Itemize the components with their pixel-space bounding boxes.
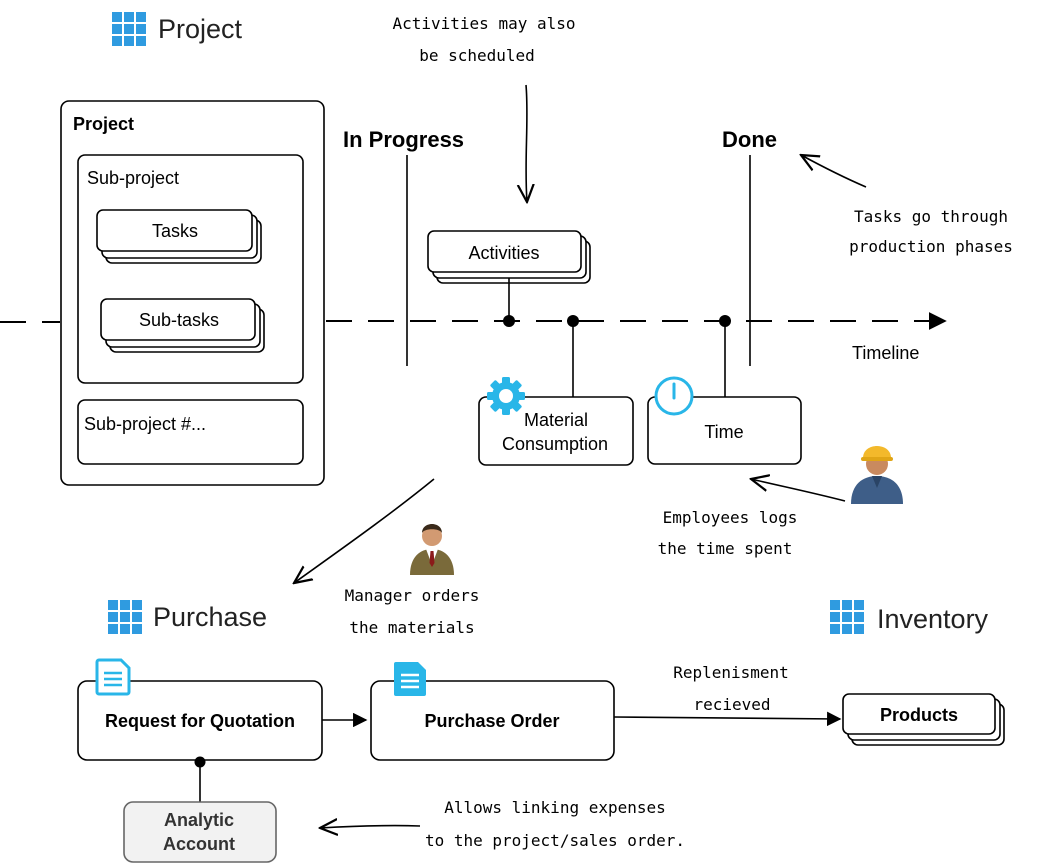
- analytic-account-line1: Analytic: [164, 810, 234, 830]
- app-grid-icon: [830, 600, 864, 634]
- note-activities-line2: be scheduled: [419, 46, 535, 65]
- gear-icon: [487, 377, 525, 415]
- clock-icon: [654, 376, 694, 416]
- subtasks-label: Sub-tasks: [139, 310, 219, 330]
- material-consumption-line2: Consumption: [502, 434, 608, 454]
- note-employees-line2: the time spent: [658, 539, 793, 558]
- document-icon: [394, 662, 426, 696]
- time-node: Time: [647, 396, 802, 465]
- note-linking-line1: Allows linking expenses: [444, 798, 666, 817]
- material-consumption-node: Material Consumption: [478, 396, 634, 466]
- activities-node: Activities: [427, 230, 591, 284]
- section-project: Project: [112, 12, 243, 46]
- time-label: Time: [704, 422, 743, 442]
- rfq-node: Request for Quotation: [77, 680, 323, 761]
- section-title-project: Project: [158, 14, 243, 44]
- note-employees-arrow: [751, 479, 846, 502]
- note-employees-line1: Employees logs: [663, 508, 798, 527]
- app-grid-icon: [112, 12, 146, 46]
- note-linking-line2: to the project/sales order.: [425, 831, 685, 850]
- note-replenishment-line2: recieved: [693, 695, 770, 714]
- section-title-purchase: Purchase: [153, 602, 267, 632]
- subproject-label: Sub-project: [87, 168, 179, 188]
- subproject-more-label: Sub-project #...: [84, 414, 206, 434]
- purchase-order-node: Purchase Order: [370, 680, 615, 761]
- project-box: Project Sub-project Tasks Sub-tasks Sub-…: [60, 100, 325, 486]
- rfq-label: Request for Quotation: [105, 711, 295, 731]
- worker-avatar: [851, 446, 903, 504]
- time-timeline-dot: [719, 315, 731, 327]
- project-box-title: Project: [73, 114, 134, 134]
- analytic-account-line2: Account: [163, 834, 235, 854]
- products-label: Products: [880, 705, 958, 725]
- subproject-more-container: [77, 399, 304, 465]
- note-manager-line1: Manager orders: [345, 586, 480, 605]
- note-activities-line1: Activities may also: [392, 14, 575, 33]
- timeline-label: Timeline: [852, 343, 919, 363]
- rfq-analytic-dot: [194, 756, 206, 768]
- tasks-stack: Tasks: [96, 209, 262, 264]
- note-replenishment-line1: Replenisment: [673, 663, 789, 682]
- phase-in-progress: In Progress: [343, 127, 464, 152]
- phase-done: Done: [722, 127, 777, 152]
- subtasks-stack: Sub-tasks: [100, 298, 265, 353]
- note-tasks-line2: production phases: [849, 237, 1013, 256]
- section-inventory: Inventory: [830, 600, 989, 634]
- activities-label: Activities: [468, 243, 539, 263]
- section-purchase: Purchase: [108, 600, 267, 634]
- section-title-inventory: Inventory: [877, 604, 989, 634]
- note-linking-arrow: [320, 826, 421, 828]
- purchase-order-label: Purchase Order: [424, 711, 559, 731]
- tasks-label: Tasks: [152, 221, 198, 241]
- document-icon: [95, 658, 131, 696]
- note-tasks-line1: Tasks go through: [854, 207, 1008, 226]
- activities-timeline-dot: [503, 315, 515, 327]
- note-manager-line2: the materials: [349, 618, 474, 637]
- note-activities-arrow: [526, 84, 527, 202]
- products-node: Products: [842, 693, 1005, 746]
- material-consumption-line1: Material: [524, 410, 588, 430]
- analytic-account-node: Analytic Account: [123, 801, 277, 863]
- note-tasks-arrow: [801, 155, 867, 188]
- material-timeline-dot: [567, 315, 579, 327]
- note-manager-arrow: [294, 478, 435, 583]
- app-grid-icon: [108, 600, 142, 634]
- manager-avatar: [410, 524, 454, 575]
- po-to-products-arrow: [613, 711, 842, 727]
